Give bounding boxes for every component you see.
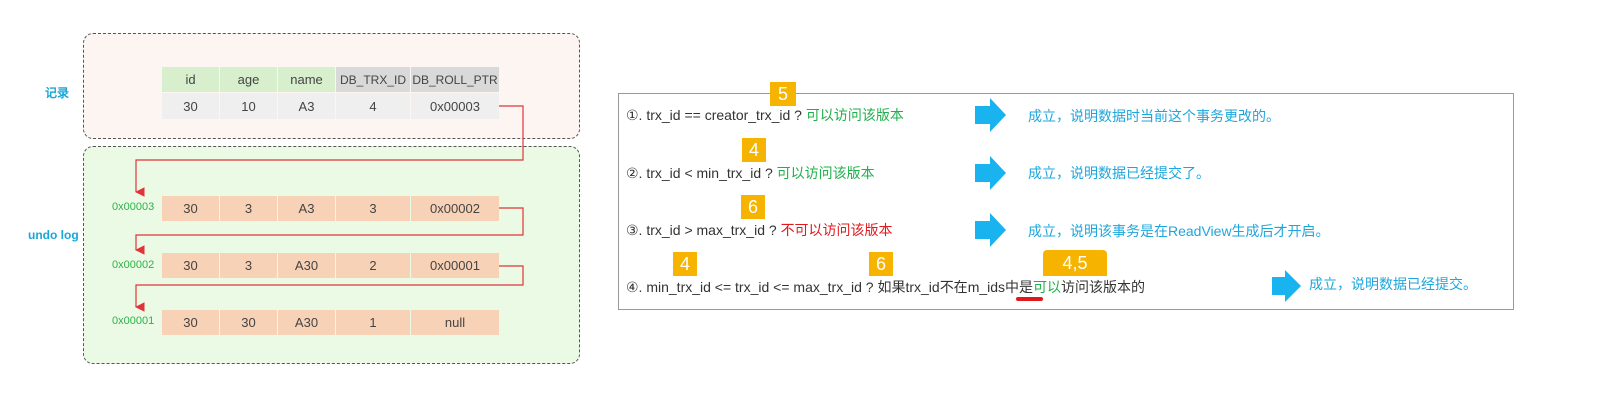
- header-db-trx-id: DB_TRX_ID: [336, 67, 410, 92]
- condition-2-text: ②. trx_id < min_trx_id ?: [626, 165, 773, 181]
- undo-log-label: undo log: [28, 228, 79, 242]
- badge-max-trx-id-2: 6: [869, 252, 893, 276]
- condition-3: ③. trx_id > max_trx_id ? 不可以访问该版本: [626, 220, 893, 240]
- badge-creator-trx-id: 5: [770, 82, 796, 106]
- header-id: id: [162, 67, 219, 92]
- right-arrow-icon: [975, 156, 1006, 190]
- link-record-to-undo1: [135, 105, 524, 197]
- condition-1-verdict: 可以访问该版本: [805, 107, 904, 123]
- condition-3-text: ③. trx_id > max_trx_id ?: [626, 222, 777, 238]
- record-label: 记录: [45, 86, 70, 100]
- badge-min-trx-id-2: 4: [673, 252, 697, 276]
- undo-cell: 3: [220, 253, 277, 278]
- undo-cell: 0x00001: [411, 253, 499, 278]
- condition-4: ④. min_trx_id <= trx_id <= max_trx_id ? …: [626, 277, 1145, 297]
- header-name: name: [278, 67, 335, 92]
- record-cell-age: 10: [220, 93, 277, 119]
- undo-cell: A3: [278, 196, 335, 221]
- undo-cell: 0x00002: [411, 196, 499, 221]
- record-cell-trx-id: 4: [336, 93, 410, 119]
- link-undo2-to-undo3: [135, 265, 524, 312]
- record-cell-roll-ptr: 0x00003: [411, 93, 499, 119]
- right-arrow-icon: [1272, 270, 1301, 302]
- undo-addr-1: 0x00003: [112, 201, 155, 213]
- undo-cell: 3: [336, 196, 410, 221]
- header-age: age: [220, 67, 277, 92]
- undo-cell: A30: [278, 253, 335, 278]
- header-db-roll-ptr: DB_ROLL_PTR: [411, 67, 499, 92]
- undo-addr-3: 0x00001: [112, 315, 155, 327]
- undo-cell: 1: [336, 310, 410, 335]
- undo-cell: 30: [162, 196, 219, 221]
- badge-m-ids: 4,5: [1043, 250, 1107, 276]
- condition-3-verdict: 不可以访问该版本: [780, 222, 893, 238]
- right-arrow-icon: [975, 213, 1006, 247]
- condition-4-text-d: 访问该版本的: [1061, 279, 1146, 295]
- undo-cell: 30: [220, 310, 277, 335]
- condition-2: ②. trx_id < min_trx_id ? 可以访问该版本: [626, 163, 875, 183]
- undo-addr-2: 0x00002: [112, 259, 155, 271]
- result-2: 成立，说明数据已经提交了。: [1028, 165, 1210, 181]
- underline-not-in: [1016, 297, 1043, 301]
- link-undo1-to-undo2: [135, 207, 524, 255]
- result-4: 成立，说明数据已经提交。: [1309, 276, 1477, 292]
- record-cell-name: A3: [278, 93, 335, 119]
- condition-1: ①. trx_id == creator_trx_id ? 可以访问该版本: [626, 105, 904, 125]
- undo-cell: A30: [278, 310, 335, 335]
- condition-2-verdict: 可以访问该版本: [776, 165, 875, 181]
- condition-4-text-c: m_ids中是: [967, 279, 1034, 295]
- condition-1-text: ①. trx_id == creator_trx_id ?: [626, 107, 802, 123]
- condition-4-not-in: 不在: [939, 279, 968, 295]
- undo-cell: 2: [336, 253, 410, 278]
- condition-4-verdict: 可以: [1033, 279, 1062, 295]
- record-cell-id: 30: [162, 93, 219, 119]
- undo-cell: 3: [220, 196, 277, 221]
- undo-cell: 30: [162, 253, 219, 278]
- condition-4-text: ④. min_trx_id <= trx_id <= max_trx_id ? …: [626, 279, 940, 295]
- result-1: 成立，说明数据时当前这个事务更改的。: [1028, 108, 1280, 124]
- badge-min-trx-id: 4: [742, 138, 766, 162]
- undo-cell: 30: [162, 310, 219, 335]
- badge-max-trx-id: 6: [741, 195, 765, 219]
- result-3: 成立，说明该事务是在ReadView生成后才开启。: [1028, 223, 1330, 239]
- right-arrow-icon: [975, 98, 1006, 132]
- undo-cell: null: [411, 310, 499, 335]
